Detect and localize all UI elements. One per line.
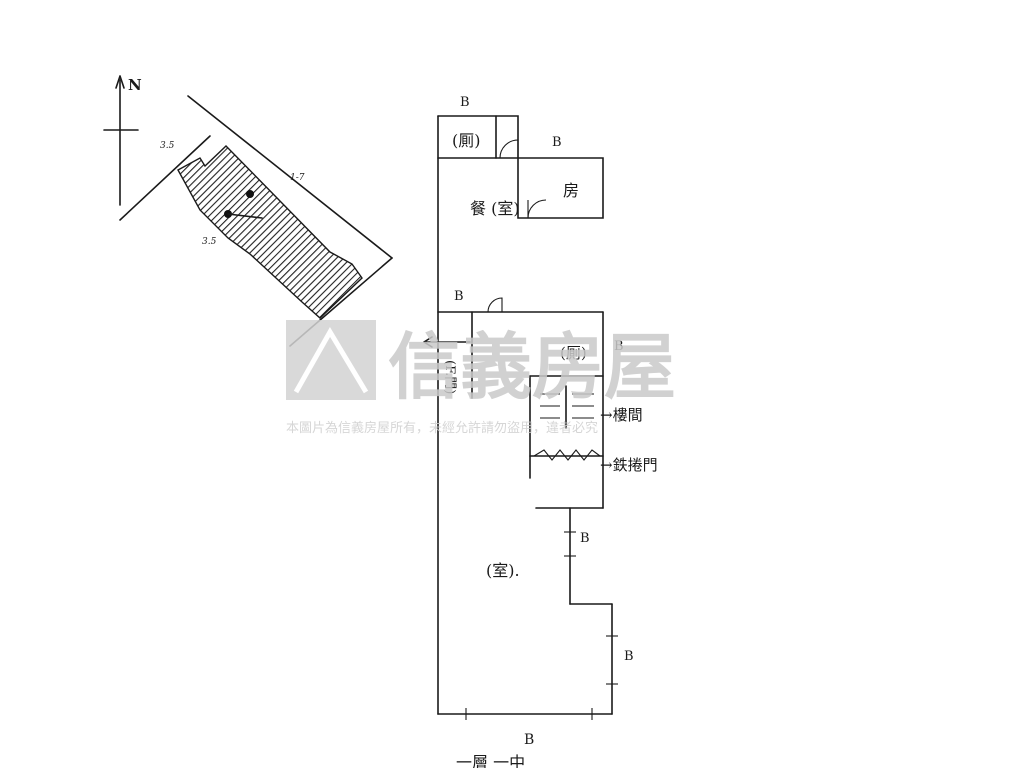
- site-dim-top: 3.5: [160, 141, 175, 151]
- site-dim-bottom: 3.5: [202, 237, 217, 247]
- room-bedroom: 房: [563, 181, 579, 200]
- north-label: N: [128, 76, 142, 94]
- room-restroom-mid: (厠): [560, 344, 587, 362]
- site-plan: N 3.5 1-7 3.5: [103, 75, 393, 347]
- label-iron-gate: →鉄捲門: [600, 456, 658, 474]
- footer-caption: 一層 一中: [456, 753, 525, 768]
- door-swing-icon: [527, 199, 547, 219]
- label-stairs: →樓間: [600, 406, 643, 424]
- door-mark-6: B: [524, 732, 534, 748]
- stairs-icon: [540, 385, 594, 429]
- door-mark-2: B: [552, 135, 562, 150]
- door-mark-3: B: [454, 289, 464, 304]
- door-mark-7: B: [614, 339, 624, 354]
- watermark-brand: 信義房屋: [388, 325, 676, 409]
- door-mark-5: B: [624, 649, 634, 664]
- iron-gate-icon: [533, 449, 601, 461]
- door-swing-icon: [499, 139, 519, 159]
- label-window-side: (F.門): [442, 360, 457, 394]
- room-dining: 餐 (室): [470, 199, 520, 218]
- room-restroom-top: (厠): [452, 131, 481, 150]
- watermark-notice: 本圖片為信義房屋所有，未經允許請勿盜用，違者必究: [286, 420, 598, 436]
- room-living: (室).: [486, 561, 520, 580]
- site-dim-side: 1-7: [290, 173, 305, 183]
- building-footprint: [177, 145, 363, 319]
- door-mark-4: B: [580, 531, 590, 546]
- watermark: 信義房屋 本圖片為信義房屋所有，未經允許請勿盜用，違者必究: [286, 320, 676, 436]
- main-floor-plan: (厠) B 房 B 餐 (室) B (厠) →樓間: [423, 95, 658, 748]
- door-swing-icon: [487, 297, 503, 313]
- door-mark-1: B: [460, 95, 470, 110]
- north-arrow-icon: [103, 75, 139, 206]
